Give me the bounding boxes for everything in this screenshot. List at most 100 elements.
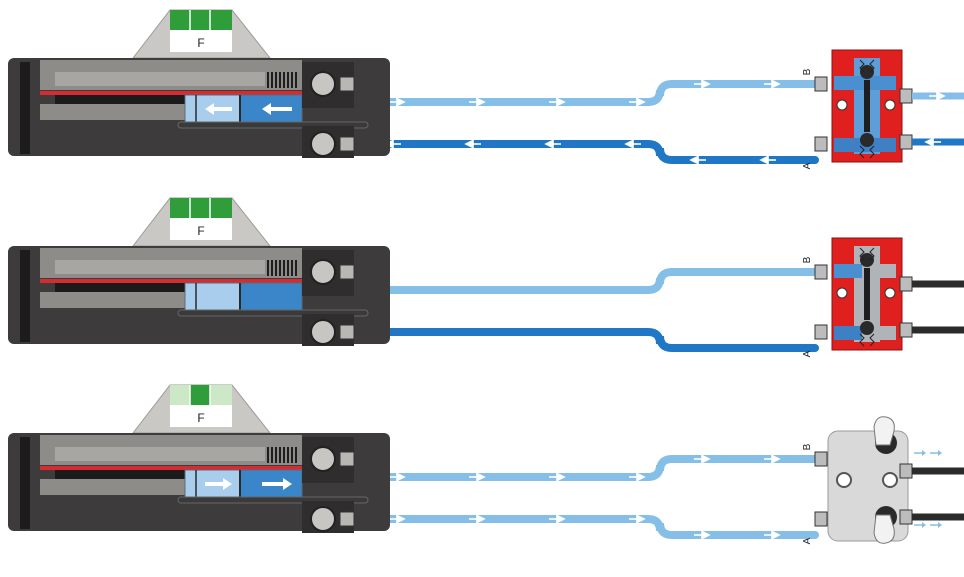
mount-hole: [836, 472, 852, 488]
housing-stripe: [20, 62, 30, 154]
mount-hole: [884, 287, 896, 299]
port-nut-bottom: [339, 136, 355, 152]
rack-tooth: [279, 260, 281, 276]
port-nut-top: [339, 264, 355, 280]
slide-lower: [40, 104, 185, 120]
grip-pad: [170, 10, 232, 30]
valve-spool: [864, 80, 870, 132]
rack-tooth: [291, 447, 293, 463]
piston-arrow-head: [223, 478, 232, 490]
fitting-b: [814, 451, 828, 467]
fitting-a: [814, 511, 828, 527]
piston-arrow-head: [262, 103, 271, 115]
rack-tooth: [279, 72, 281, 88]
check-ball-top: [860, 253, 874, 267]
port-b-label: B: [802, 256, 813, 263]
port-a-label: A: [802, 537, 813, 544]
piston-chamber-right: [239, 282, 303, 311]
fitting-out: [899, 509, 913, 525]
port-a-label: A: [802, 350, 813, 357]
fitting-out: [899, 88, 913, 104]
force-label: F: [197, 36, 204, 50]
exhaust-arrow-head: [938, 450, 942, 456]
grip-pad: [170, 198, 232, 218]
rack-tooth: [271, 72, 273, 88]
fitting-b: [814, 264, 828, 280]
port-nut-top: [339, 451, 355, 467]
mount-hole: [836, 99, 848, 111]
slide-upper-inner: [55, 260, 265, 274]
fitting-out: [899, 276, 913, 292]
rack-tooth: [271, 447, 273, 463]
fitting-a: [814, 324, 828, 340]
spring-top: [859, 59, 865, 73]
spring-bottom: [859, 333, 865, 347]
rack-tooth: [291, 72, 293, 88]
mount-hole: [884, 99, 896, 111]
spring-bottom: [869, 145, 875, 159]
force-label: F: [197, 224, 204, 238]
rack-tooth: [271, 260, 273, 276]
hand-icon-top: [873, 416, 895, 446]
force-label: F: [197, 411, 204, 425]
port-a-label: A: [802, 162, 813, 169]
port-nut-top: [339, 76, 355, 92]
tube-top: [351, 268, 819, 294]
check-ball-top: [860, 65, 874, 79]
check-ball-bottom: [860, 321, 874, 335]
rack-tooth: [267, 72, 269, 88]
fitting-b: [814, 76, 828, 92]
spring-top: [869, 59, 875, 73]
slide-upper-inner: [55, 72, 265, 86]
port-fitting-top: [310, 71, 336, 97]
mount-hole: [836, 287, 848, 299]
fitting-out: [899, 134, 913, 150]
fitting-out: [899, 463, 913, 479]
valve-spool: [864, 268, 870, 320]
port-fitting-top: [310, 259, 336, 285]
rack-tooth: [287, 72, 289, 88]
rack-tooth: [287, 260, 289, 276]
spring-top: [859, 247, 865, 261]
red-rail: [40, 91, 302, 95]
rack-tooth: [267, 447, 269, 463]
valve-channel-a: [834, 326, 862, 340]
tube-top: [351, 455, 819, 481]
fitting-out: [899, 322, 913, 338]
tube-top: [351, 80, 819, 106]
rack-tooth: [275, 72, 277, 88]
spring-bottom: [869, 333, 875, 347]
port-nut-bottom: [339, 324, 355, 340]
panel-3: F B A: [8, 384, 964, 544]
rack-tooth: [279, 447, 281, 463]
rack-tooth: [283, 72, 285, 88]
port-fitting-top: [310, 446, 336, 472]
port-b-label: B: [802, 443, 813, 450]
fitting-a: [814, 136, 828, 152]
slide-lower: [40, 292, 185, 308]
rack-tooth: [275, 260, 277, 276]
mount-hole: [882, 472, 898, 488]
slide-lower: [40, 479, 185, 495]
housing-stripe: [20, 250, 30, 342]
spring-top: [869, 247, 875, 261]
grip-pad-contact: [190, 385, 210, 405]
port-nut-bottom: [339, 511, 355, 527]
port-fitting-bottom: [310, 506, 336, 532]
exhaust-arrow-head: [922, 522, 926, 528]
piston-chamber-left: [184, 282, 241, 311]
rack-tooth: [295, 447, 297, 463]
rack-tooth: [283, 447, 285, 463]
red-rail: [40, 279, 302, 283]
tube-bottom: [351, 140, 819, 164]
spring-bottom: [859, 145, 865, 159]
piston-arrow-head: [283, 478, 292, 490]
valve-channel-b: [834, 264, 862, 278]
rack-tooth: [291, 260, 293, 276]
port-b-label: B: [802, 68, 813, 75]
force-label-box: [170, 218, 232, 240]
rack-tooth: [283, 260, 285, 276]
red-rail: [40, 466, 302, 470]
hand-icon-bottom: [873, 514, 895, 544]
